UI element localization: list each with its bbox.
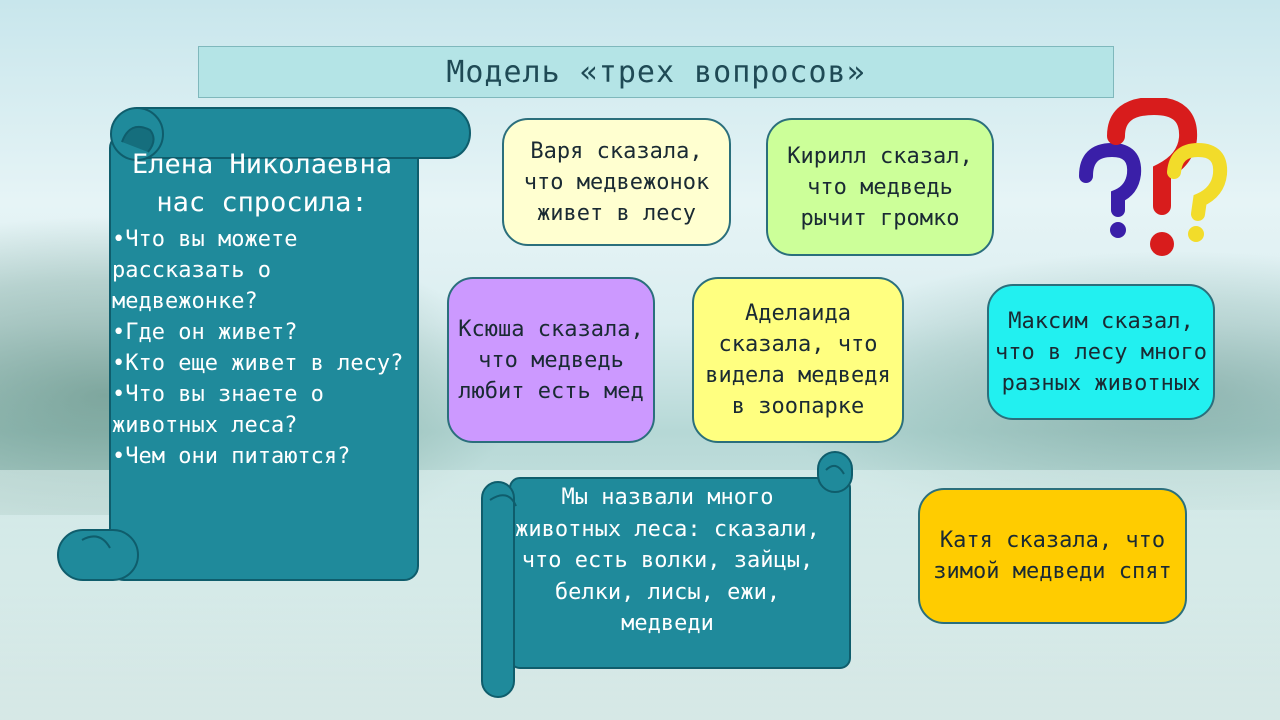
answer-text-adelaida: Аделаида сказала, что видела медведя в з…	[705, 301, 891, 419]
answer-box-kirill: Кирилл сказал, что медведь рычит громко	[766, 118, 994, 256]
answer-text-varya: Варя сказала, что медвежонок живет в лес…	[523, 138, 710, 226]
answer-box-ksyusha: Ксюша сказала, что медведь любит есть ме…	[447, 277, 655, 443]
answer-box-varya: Варя сказала, что медвежонок живет в лес…	[502, 118, 731, 246]
left-scroll-heading: Елена Николаевна нас спросила:	[131, 149, 393, 218]
question-marks-icon	[1079, 98, 1228, 256]
answer-text-maksim: Максим сказал, что в лесу много разных ж…	[995, 308, 1207, 396]
question-item: Чем они питаются?	[112, 441, 412, 472]
answer-box-katya: Катя сказала, что зимой медведи спят	[918, 488, 1187, 624]
answer-box-adelaida: Аделаида сказала, что видела медведя в з…	[692, 277, 904, 443]
question-item: Что вы можете рассказать о медвежонке?	[112, 224, 412, 317]
bottom-scroll-content: Мы назвали много животных леса: сказали,…	[515, 485, 820, 636]
left-scroll-content: Елена Николаевна нас спросила: Что вы мо…	[112, 146, 412, 566]
answer-text-kirill: Кирилл сказал, что медведь рычит громко	[787, 143, 973, 231]
answer-box-maksim: Максим сказал, что в лесу много разных ж…	[987, 284, 1215, 420]
answer-text-katya: Катя сказала, что зимой медведи спят	[933, 528, 1172, 584]
answer-text-ksyusha: Ксюша сказала, что медведь любит есть ме…	[458, 316, 644, 404]
bottom-scroll-shape	[481, 451, 853, 698]
question-item: Кто еще живет в лесу?	[112, 348, 412, 379]
question-list: Что вы можете рассказать о медвежонке? Г…	[112, 224, 412, 472]
question-item: Где он живет?	[112, 317, 412, 348]
question-item: Что вы знаете о животных леса?	[112, 379, 412, 441]
slide-title: Модель «трех вопросов»	[198, 46, 1114, 98]
